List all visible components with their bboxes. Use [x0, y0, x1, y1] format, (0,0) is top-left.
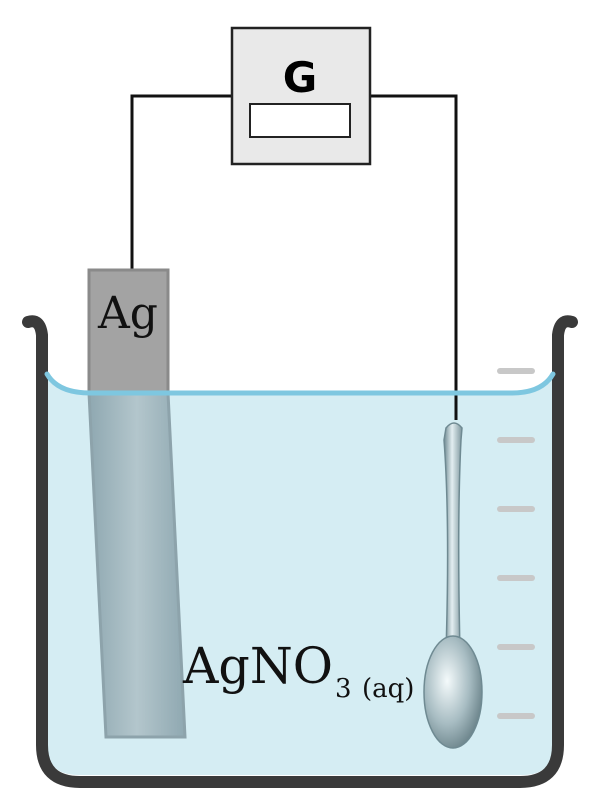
galvanometer: G	[230, 26, 372, 166]
solution-formula-subscript: 3	[335, 674, 352, 704]
spoon-bowl	[423, 635, 483, 749]
galvanometer-display	[249, 103, 351, 138]
spoon	[423, 422, 483, 749]
wire-right	[370, 94, 458, 420]
beaker	[22, 315, 578, 788]
silver-electrode	[87, 268, 170, 395]
solution-state: (aq)	[362, 674, 414, 704]
circuit-wires	[130, 94, 458, 420]
electrode-label: Ag	[97, 288, 158, 339]
solution-formula-main: AgNO	[182, 637, 333, 695]
solution-formula: AgNO 3 (aq)	[182, 637, 414, 704]
galvanometer-body	[230, 26, 372, 166]
galvanometer-label: G	[283, 53, 317, 102]
beaker-graduations	[497, 368, 535, 719]
wire-left	[130, 94, 232, 270]
spoon-handle	[443, 422, 463, 653]
liquid-surface	[44, 371, 556, 396]
silver-electrode-submerged	[87, 391, 187, 739]
